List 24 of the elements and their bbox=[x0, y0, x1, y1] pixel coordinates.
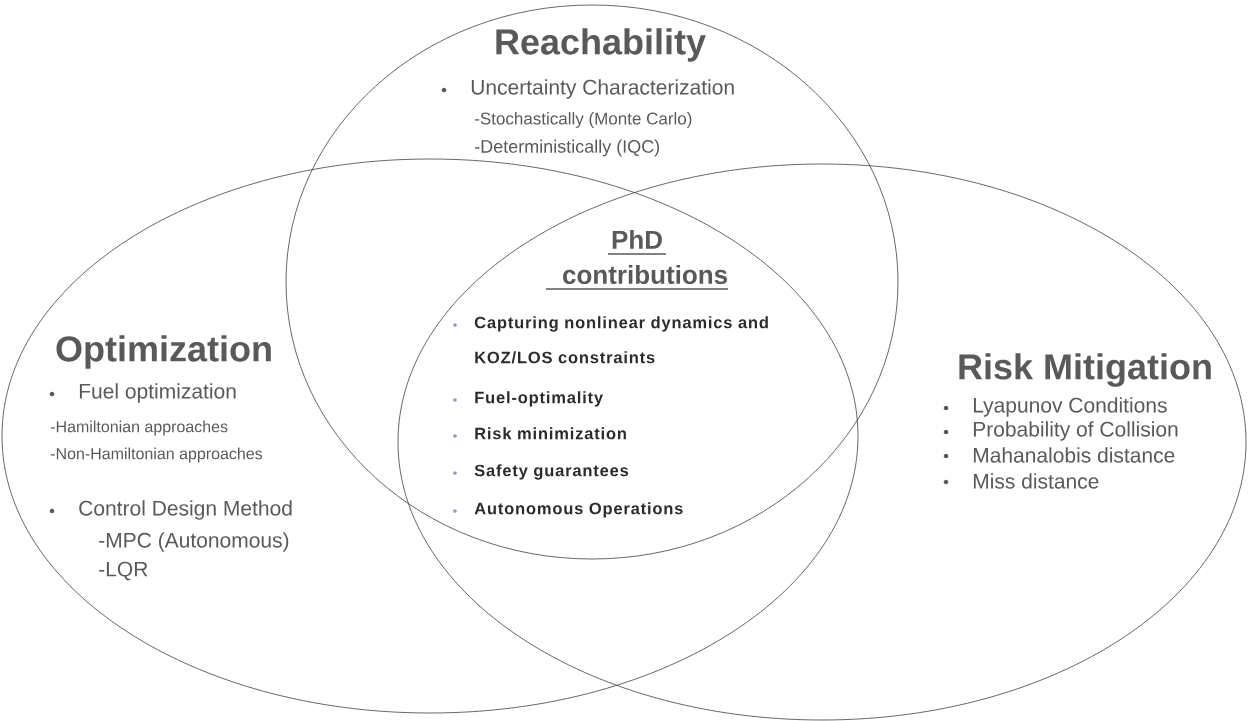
sub-item: -MPC (Autonomous) bbox=[99, 532, 289, 552]
sub-item: -LQR bbox=[99, 561, 148, 581]
venn-ellipse bbox=[1, 158, 859, 714]
list-item: Autonomous Operations bbox=[474, 502, 683, 518]
sub-item: -Hamiltonian approaches bbox=[50, 420, 228, 436]
heading: Reachability bbox=[496, 28, 706, 62]
list-item: Lyapunov Conditions bbox=[973, 397, 1167, 417]
list-item: Mahanalobis distance bbox=[973, 447, 1175, 463]
list-item: Control Design Method bbox=[79, 500, 292, 520]
heading: Risk Mitigation bbox=[959, 353, 1211, 387]
list-item: Miss distance bbox=[973, 473, 1099, 489]
list-item: Safety guarantees bbox=[474, 464, 629, 480]
list-item: Probability of Collision bbox=[973, 421, 1178, 441]
list-item: Fuel optimization bbox=[79, 383, 236, 403]
sub-item: -Stochastically (Monte Carlo) bbox=[474, 112, 692, 128]
list-item: Uncertainty Characterization bbox=[471, 79, 734, 99]
list-item: Capturing nonlinear dynamics and KOZ/LOS constraints bbox=[474, 316, 768, 364]
venn-ellipse bbox=[397, 163, 1247, 721]
sub-item: -Non-Hamiltonian approaches bbox=[50, 447, 263, 463]
sub-item: -Deterministically (IQC) bbox=[475, 139, 660, 157]
heading: PhD contributions bbox=[545, 229, 729, 290]
heading: Optimization bbox=[56, 335, 271, 369]
list-item: Risk minimization bbox=[475, 427, 626, 440]
list-item: Fuel-optimality bbox=[475, 391, 603, 407]
